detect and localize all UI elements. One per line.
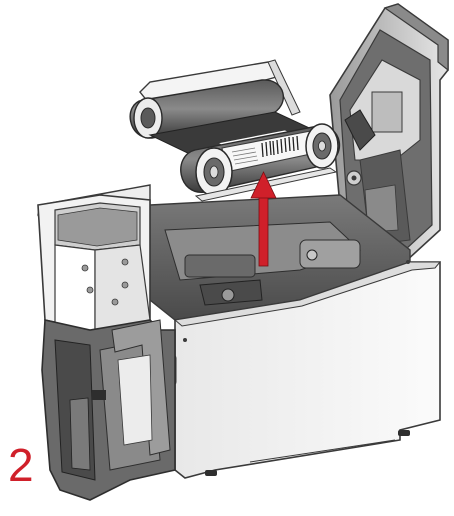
- ribbon-barcode: [261, 135, 299, 158]
- printer-open-lid: [329, 3, 449, 263]
- ribbon-cartridge: [129, 59, 341, 202]
- card-hopper: [37, 194, 151, 336]
- lift-direction-arrow: [250, 171, 277, 267]
- step-number: 2: [8, 439, 34, 491]
- output-stacker: [41, 319, 176, 501]
